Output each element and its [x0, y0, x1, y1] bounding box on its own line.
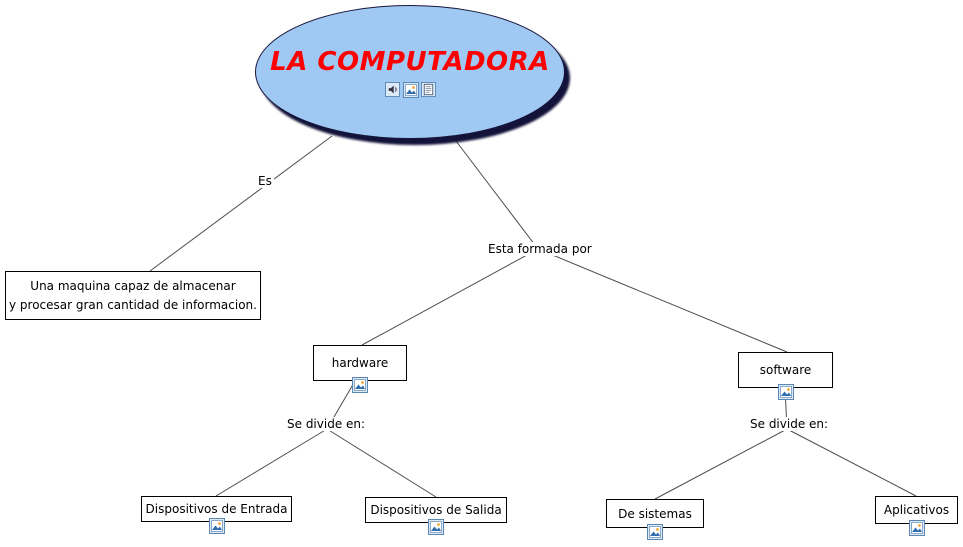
- root-concept-la-computadora[interactable]: LA COMPUTADORA: [255, 5, 565, 139]
- connection-divide-to-salida: [326, 428, 437, 498]
- definition-line-2: y procesar gran cantidad de informacion.: [9, 297, 257, 312]
- concept-dispositivos-de-entrada[interactable]: Dispositivos de Entrada: [141, 496, 292, 534]
- concept-hardware-label: hardware: [331, 356, 389, 370]
- image-icon[interactable]: [402, 82, 419, 98]
- connection-divide-to-sistemas: [654, 428, 788, 500]
- resource-icons: [384, 82, 436, 98]
- connection-formada-to-hardware: [361, 248, 539, 346]
- concept-hardware[interactable]: hardware: [313, 345, 407, 393]
- connection-divide-to-entrada: [215, 428, 328, 497]
- linking-phrase-esta-formada-por[interactable]: Esta formada por: [486, 242, 594, 256]
- concept-entrada-label: Dispositivos de Entrada: [145, 502, 288, 516]
- linking-phrase-es[interactable]: Es: [256, 174, 274, 188]
- concept-de-sistemas[interactable]: De sistemas: [606, 499, 704, 540]
- concept-aplicativos-label: Aplicativos: [883, 503, 950, 517]
- concept-definition[interactable]: Una maquina capaz de almacenar y procesa…: [5, 271, 261, 320]
- concept-software[interactable]: software: [738, 352, 833, 400]
- image-icon[interactable]: [647, 524, 663, 540]
- connection-formada-to-software: [537, 248, 788, 353]
- concept-dispositivos-de-salida[interactable]: Dispositivos de Salida: [365, 497, 507, 535]
- image-icon[interactable]: [908, 520, 925, 536]
- linking-phrase-se-divide-en-software[interactable]: Se divide en:: [748, 417, 831, 431]
- root-concept-label: LA COMPUTADORA: [270, 47, 550, 77]
- concept-aplicativos[interactable]: Aplicativos: [875, 496, 958, 536]
- connection-divide-to-aplicativos: [786, 428, 917, 497]
- image-icon[interactable]: [777, 384, 794, 400]
- image-icon[interactable]: [352, 377, 368, 393]
- concept-sistemas-label: De sistemas: [618, 506, 692, 521]
- image-icon[interactable]: [428, 519, 444, 535]
- linking-phrase-se-divide-en-hardware[interactable]: Se divide en:: [285, 417, 368, 431]
- concept-salida-label: Dispositivos de Salida: [370, 503, 502, 517]
- connection-root-to-formada: [455, 140, 539, 250]
- definition-line-1: Una maquina capaz de almacenar: [30, 278, 236, 293]
- audio-icon[interactable]: [384, 82, 400, 97]
- image-icon[interactable]: [208, 518, 225, 534]
- concept-software-label: software: [759, 363, 812, 377]
- connection-root-to-definition: [149, 135, 333, 272]
- document-icon[interactable]: [420, 82, 436, 97]
